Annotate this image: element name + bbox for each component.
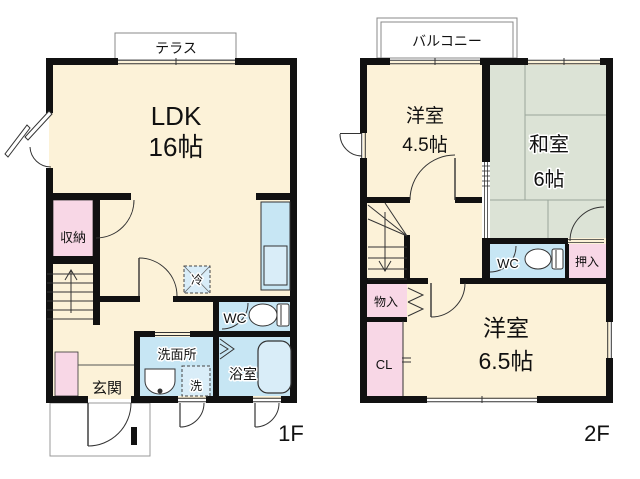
balcony-label: バルコニー bbox=[412, 33, 482, 49]
stairs-2f bbox=[367, 202, 408, 280]
monoire-bifold-door-top bbox=[407, 287, 425, 303]
window-west1-west bbox=[339, 133, 366, 158]
wc-1f-label: WC bbox=[223, 310, 246, 326]
window-west1-north bbox=[390, 58, 480, 65]
walls-1f bbox=[46, 58, 297, 445]
west1-size-label: 4.5帖 bbox=[402, 134, 447, 156]
laundry-label: 洗 bbox=[190, 379, 202, 393]
bath-window-arc bbox=[254, 402, 280, 428]
stairs-down-arrow-head bbox=[378, 260, 392, 272]
west1-door-arc bbox=[409, 154, 456, 201]
washroom-label: 洗面所 bbox=[157, 347, 196, 362]
bath-folding-door bbox=[219, 338, 235, 360]
washbasin-icon bbox=[144, 368, 176, 395]
stairs-up-arrow-head bbox=[64, 269, 78, 281]
shoe-cabinet bbox=[54, 351, 79, 397]
bathtub-icon bbox=[257, 340, 292, 394]
west2-size-label: 6.5帖 bbox=[479, 348, 534, 374]
entrance-label: 玄関 bbox=[92, 380, 122, 397]
ldk-size-label: 16帖 bbox=[149, 132, 204, 162]
room-monoire bbox=[367, 284, 407, 317]
doors-2f bbox=[407, 154, 605, 318]
floor2-label: 2F bbox=[584, 421, 610, 446]
window-west2-east bbox=[607, 322, 612, 358]
window-bath-south bbox=[253, 397, 281, 403]
doors-1f bbox=[87, 199, 280, 447]
kitchen-sink bbox=[263, 245, 288, 286]
oshiire-door-lines bbox=[568, 239, 604, 243]
west2-label: 洋室 bbox=[483, 315, 529, 341]
window-washroom-south bbox=[178, 397, 206, 403]
washroom-sliding-door bbox=[155, 332, 190, 336]
window-washitsu-north bbox=[528, 58, 600, 65]
washitsu-size-label: 6帖 bbox=[533, 168, 564, 191]
room-closet-cl bbox=[367, 321, 403, 396]
wc-2f-label: WC bbox=[497, 256, 519, 271]
washroom-window-arc bbox=[179, 402, 205, 428]
storage-hall-door-arc bbox=[95, 199, 135, 239]
bay-window-west bbox=[4, 110, 53, 168]
window-west2-south bbox=[427, 396, 537, 403]
bath-folding-door-inner bbox=[219, 343, 229, 355]
terrace-outline bbox=[114, 32, 237, 61]
fridge-icon bbox=[183, 265, 211, 294]
room-oshiire bbox=[569, 244, 606, 278]
terrace-label: テラス bbox=[155, 40, 197, 56]
closet-cl-label: CL bbox=[376, 357, 393, 372]
toilet-icon-2f bbox=[524, 248, 564, 270]
balcony-outline bbox=[376, 17, 518, 59]
oshiire-door-arc bbox=[569, 206, 605, 242]
monoire-label: 物入 bbox=[374, 295, 398, 309]
walls-2f bbox=[360, 58, 613, 403]
window-terrace bbox=[118, 58, 235, 65]
wc2-door-arc bbox=[489, 245, 517, 273]
storage-label: 収納 bbox=[60, 230, 86, 245]
washing-machine-icon bbox=[181, 365, 211, 397]
floor-1-plan: テラス bbox=[4, 32, 304, 457]
balcony-inner-line bbox=[380, 21, 514, 59]
room-storage bbox=[52, 199, 94, 258]
ldk-label: LDK bbox=[151, 101, 202, 131]
tatami-grid bbox=[490, 65, 606, 238]
fridge-label: 冷 bbox=[191, 273, 203, 287]
washitsu-sliding-door bbox=[482, 162, 490, 238]
floor-2-plan: バルコニー bbox=[339, 17, 613, 446]
entrance-door-arc bbox=[87, 402, 132, 447]
west1-label: 洋室 bbox=[406, 105, 444, 127]
closet-cl-boundary bbox=[402, 321, 411, 396]
toilet-icon-1f bbox=[248, 303, 290, 327]
monoire-bifold-door-bottom bbox=[407, 301, 425, 317]
west2-door-arc bbox=[430, 282, 466, 318]
bath-label: 浴室 bbox=[229, 366, 257, 382]
stairs-1f bbox=[47, 269, 93, 320]
wc-door-arc bbox=[221, 302, 249, 330]
oshiire-label: 押入 bbox=[575, 255, 599, 269]
hall-ldk-door-arc bbox=[138, 257, 178, 297]
floor1-label: 1F bbox=[278, 421, 304, 446]
washitsu-label: 和室 bbox=[529, 133, 569, 156]
